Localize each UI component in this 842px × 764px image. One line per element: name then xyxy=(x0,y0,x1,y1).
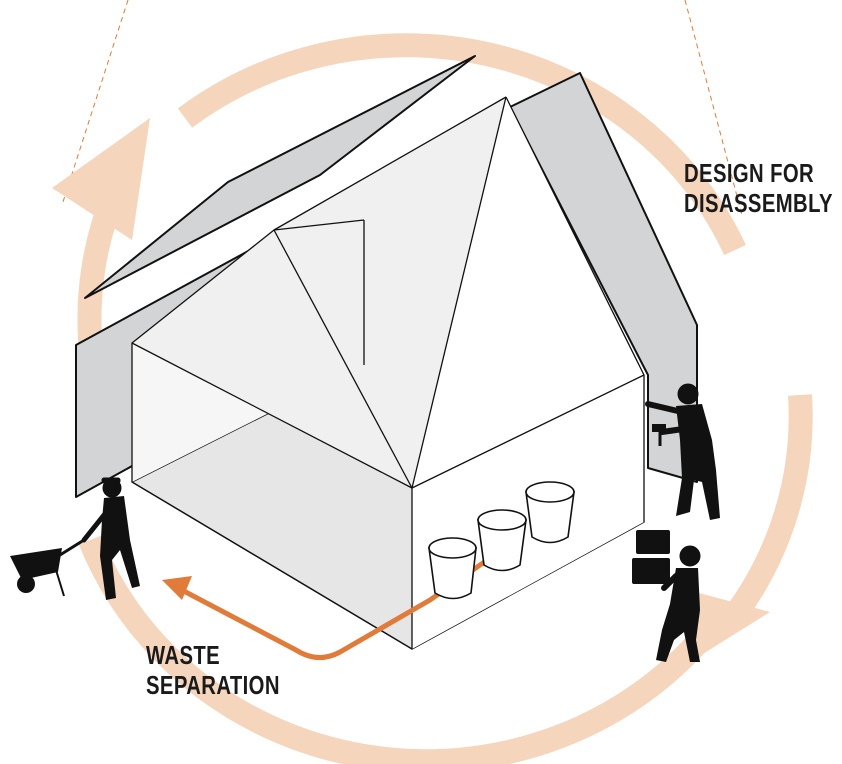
dashed-guide-lines xyxy=(61,0,743,216)
house-wireframe xyxy=(131,96,645,649)
waste-separation-label: WASTE SEPARATION xyxy=(146,640,280,700)
cycle-arrowheads xyxy=(52,118,770,662)
waste-buckets xyxy=(428,481,575,600)
front-gable xyxy=(412,97,644,649)
left-roof-face xyxy=(132,97,506,488)
person-carrying-boxes-icon xyxy=(632,530,701,662)
person-pushing-wheelbarrow-icon xyxy=(10,477,140,600)
waste-bucket-icon xyxy=(477,509,527,572)
waste-bucket-icon xyxy=(428,537,477,600)
waste-arrow xyxy=(162,555,493,660)
roof-panel xyxy=(84,55,476,299)
waste-separation-line-1: WASTE xyxy=(146,640,221,670)
person-with-drill-icon xyxy=(645,383,720,520)
right-wall-panel xyxy=(509,72,698,483)
waste-bucket-icon xyxy=(525,481,575,544)
design-for-disassembly-line-1: DESIGN FOR xyxy=(684,158,815,188)
design-for-disassembly-label: DESIGN FOR DISASSEMBLY xyxy=(684,158,833,218)
waste-separation-line-2: SEPARATION xyxy=(146,670,280,700)
design-for-disassembly-line-2: DISASSEMBLY xyxy=(684,188,833,218)
